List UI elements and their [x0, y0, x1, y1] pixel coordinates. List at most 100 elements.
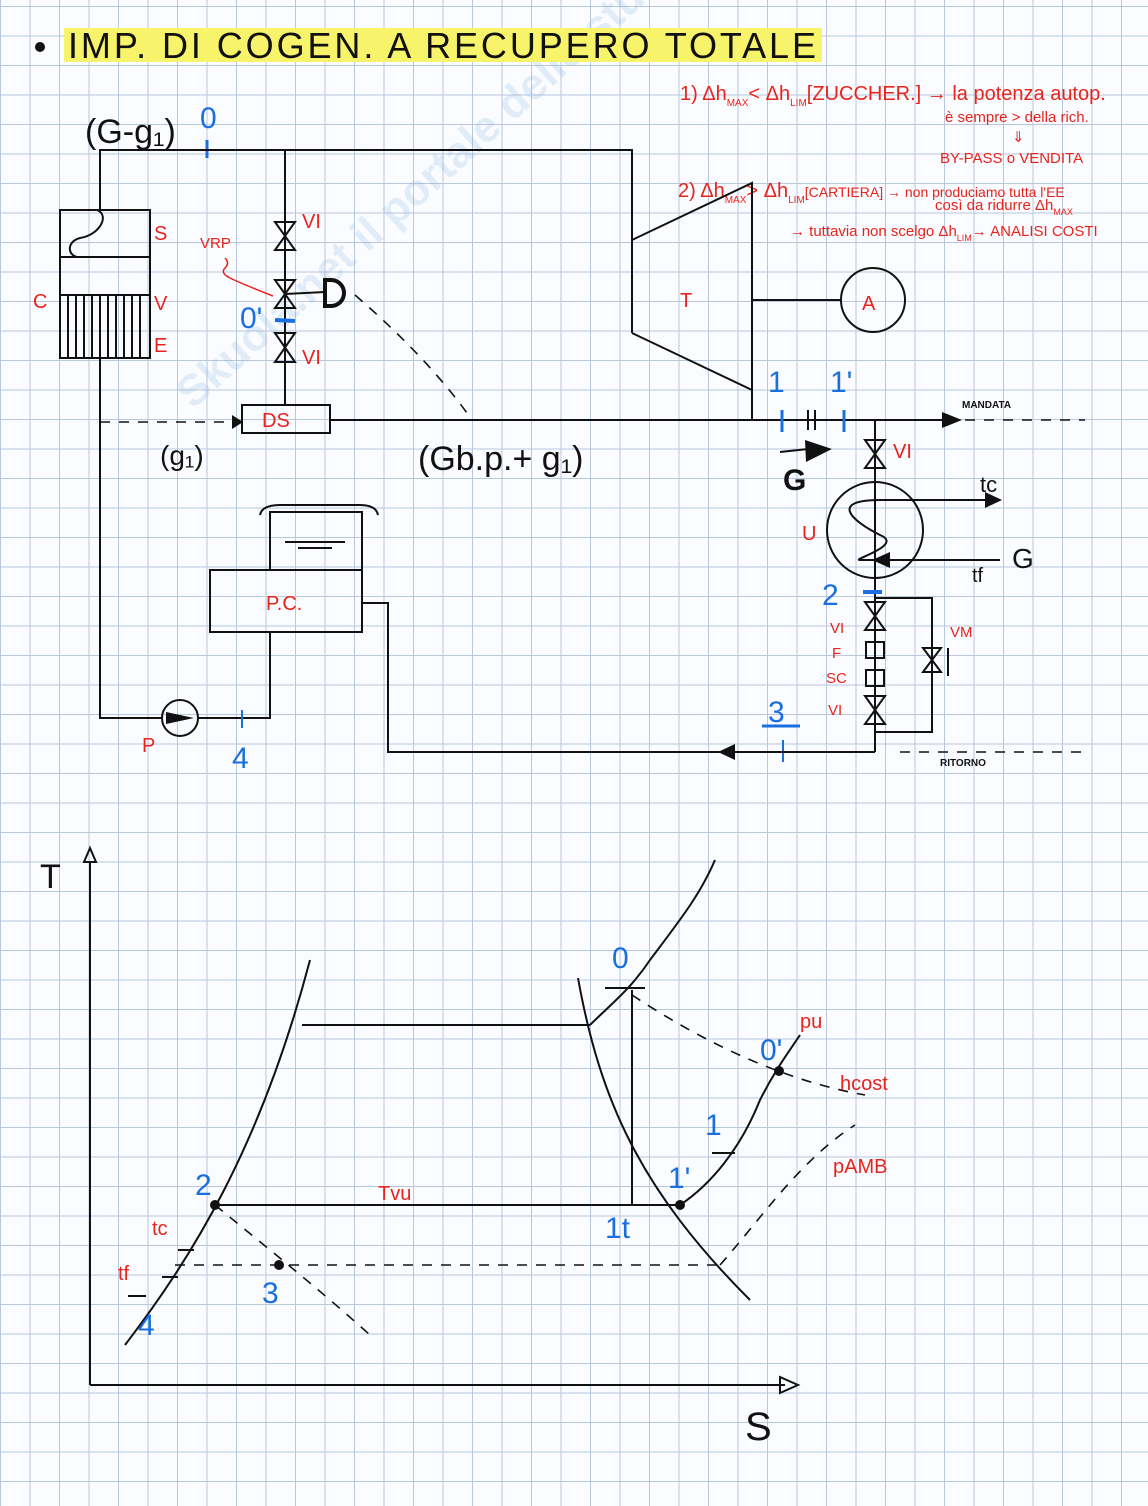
label-ts-diagram-tvu: Tvu [378, 1183, 411, 1205]
drawing-stroke: 1) ΔhMAX< ΔhLIM[ZUCCHER.] → la potenza a… [680, 83, 1106, 109]
liquid-saturation-curve [124, 959, 311, 1346]
ts-diagram: T S 0 0' 1 1' 1t 2 3 4 tc tf Tvu [40, 845, 888, 1449]
turbine: T A [631, 181, 906, 420]
drawing-stroke [59, 209, 151, 359]
drawing-stroke [589, 859, 716, 1026]
label-ts-diagram-p2: 2 [195, 1169, 212, 1202]
label-ts-diagram-y-axis: T [40, 858, 61, 896]
label-ts-diagram-p3: 3 [262, 1277, 279, 1310]
label-schematic-vi: VI [302, 347, 321, 369]
label-schematic-vi: VI [302, 211, 321, 233]
label-notes-n2-f: → ANALISI COSTI [972, 223, 1098, 240]
drawing-stroke [942, 412, 962, 428]
label-notes-n2-max2: MAX [1053, 207, 1073, 217]
label-ts-diagram-x-axis: S [745, 1405, 772, 1449]
vapour-saturation-curve [577, 977, 751, 1301]
label-schematic-p0: 0 [200, 102, 217, 135]
drawing-stroke: → tuttavia non scelgo ΔhLIM→ ANALISI COS… [790, 223, 1098, 243]
label-notes-n2-lim2: LIM [957, 233, 972, 243]
label-schematic-ds: DS [262, 410, 290, 432]
drawing-stroke [807, 410, 816, 430]
drawing-stroke [863, 695, 887, 725]
label-schematic-vrp: VRP [200, 235, 231, 252]
drawing-stroke [631, 994, 866, 1096]
drawing-stroke [718, 744, 735, 760]
label-schematic-boiler: C [33, 291, 47, 313]
label-schematic-f: F [832, 645, 841, 662]
drawing-stroke [875, 597, 933, 733]
label-ts-diagram-tf: tf [118, 1263, 130, 1285]
label-schematic-tf: tf [972, 565, 984, 587]
label-schematic-p1p: 1' [830, 366, 852, 399]
title-highlight [64, 28, 822, 62]
label-schematic-p2: 2 [822, 579, 839, 612]
drawing-stroke [274, 318, 296, 323]
label-ts-diagram-pu: pu [800, 1011, 822, 1033]
label-notes-n1-max: MAX [727, 98, 749, 109]
label-ts-diagram-p0: 0 [612, 942, 629, 975]
drawing-stroke: 2) ΔhMAX> ΔhLIM[CARTIERA] → non producia… [678, 180, 1065, 206]
label-schematic-boiler-e: E [154, 335, 167, 357]
label-schematic-p0p: 0' [240, 302, 262, 335]
label-notes-n2-a: 2) Δh [678, 180, 725, 202]
label-schematic-user: U [802, 523, 816, 545]
boiler: C S V E [33, 209, 168, 359]
label-ts-diagram-p1p: 1' [668, 1162, 690, 1195]
drawing-stroke [210, 1200, 220, 1210]
label-schematic-vi: VI [828, 702, 842, 719]
drawing-stroke [273, 221, 297, 251]
drawing-stroke [273, 332, 297, 363]
label-notes-n1-f: BY-PASS o VENDITA [940, 150, 1083, 167]
drawing-stroke [631, 181, 753, 420]
drawing-stroke [273, 279, 297, 309]
label-ts-diagram-p4: 4 [138, 1309, 155, 1342]
drawing-stroke [985, 492, 1002, 508]
label-notes-n1-lim: LIM [790, 98, 807, 109]
label-schematic-boiler-s: S [154, 223, 167, 245]
drawing-stroke [865, 669, 885, 687]
drawing-stroke [284, 291, 326, 295]
drawing-stroke [840, 267, 906, 333]
bullet-icon [35, 42, 45, 52]
drawing-stroke [779, 448, 809, 453]
user-heat-exchanger [826, 481, 924, 579]
drawing-stroke [362, 602, 875, 753]
label-schematic-tc: tc [980, 472, 997, 497]
label-notes-n1-a: 1) Δh [680, 83, 727, 105]
process-tank: P.C. [209, 504, 379, 633]
drawing-stroke [198, 632, 271, 719]
label-schematic-turbine: T [680, 290, 692, 312]
drawing-stroke [921, 647, 949, 676]
label-notes-n1-b: < Δh [748, 83, 790, 105]
label-notes-n2-max: MAX [725, 195, 747, 206]
label-schematic-ritorno: RITORNO [940, 758, 986, 769]
label-schematic-mandata: MANDATA [962, 400, 1011, 411]
drawing-stroke [161, 699, 199, 737]
drawing-stroke [805, 440, 832, 462]
label-schematic-pump: P [142, 735, 155, 757]
drawing-stroke [631, 332, 753, 391]
drawing-stroke [99, 149, 633, 333]
label-notes-n1-d: è sempre > della rich. [945, 109, 1089, 126]
label-schematic-flow-top: (G-g₁) [85, 113, 176, 151]
label-schematic-flow-bp: (Gb.p.+ g₁) [418, 440, 583, 478]
label-notes-n2-c: [CARTIERA] → non produciamo tutta l'EE [805, 184, 1065, 200]
label-schematic-G: G [783, 464, 806, 497]
drawing-stroke [872, 552, 890, 568]
label-ts-diagram-p0p: 0' [760, 1034, 782, 1067]
label-notes-n1-c: [ZUCCHER.] → la potenza autop. [807, 83, 1106, 105]
drawing-stroke [99, 358, 162, 719]
label-schematic-alternator: A [862, 293, 876, 315]
label-notes-n2-b: > Δh [746, 180, 788, 202]
valve-vi-lower [273, 332, 297, 363]
label-schematic-G: G [1012, 543, 1034, 574]
label-schematic-p3: 3 [768, 696, 785, 729]
pump [161, 699, 199, 737]
valve-vrp [273, 279, 297, 309]
drawing-stroke [679, 1034, 801, 1206]
label-ts-diagram-p1: 1 [705, 1109, 722, 1142]
label-schematic-p1: 1 [768, 366, 785, 399]
drawing-stroke [354, 294, 473, 421]
